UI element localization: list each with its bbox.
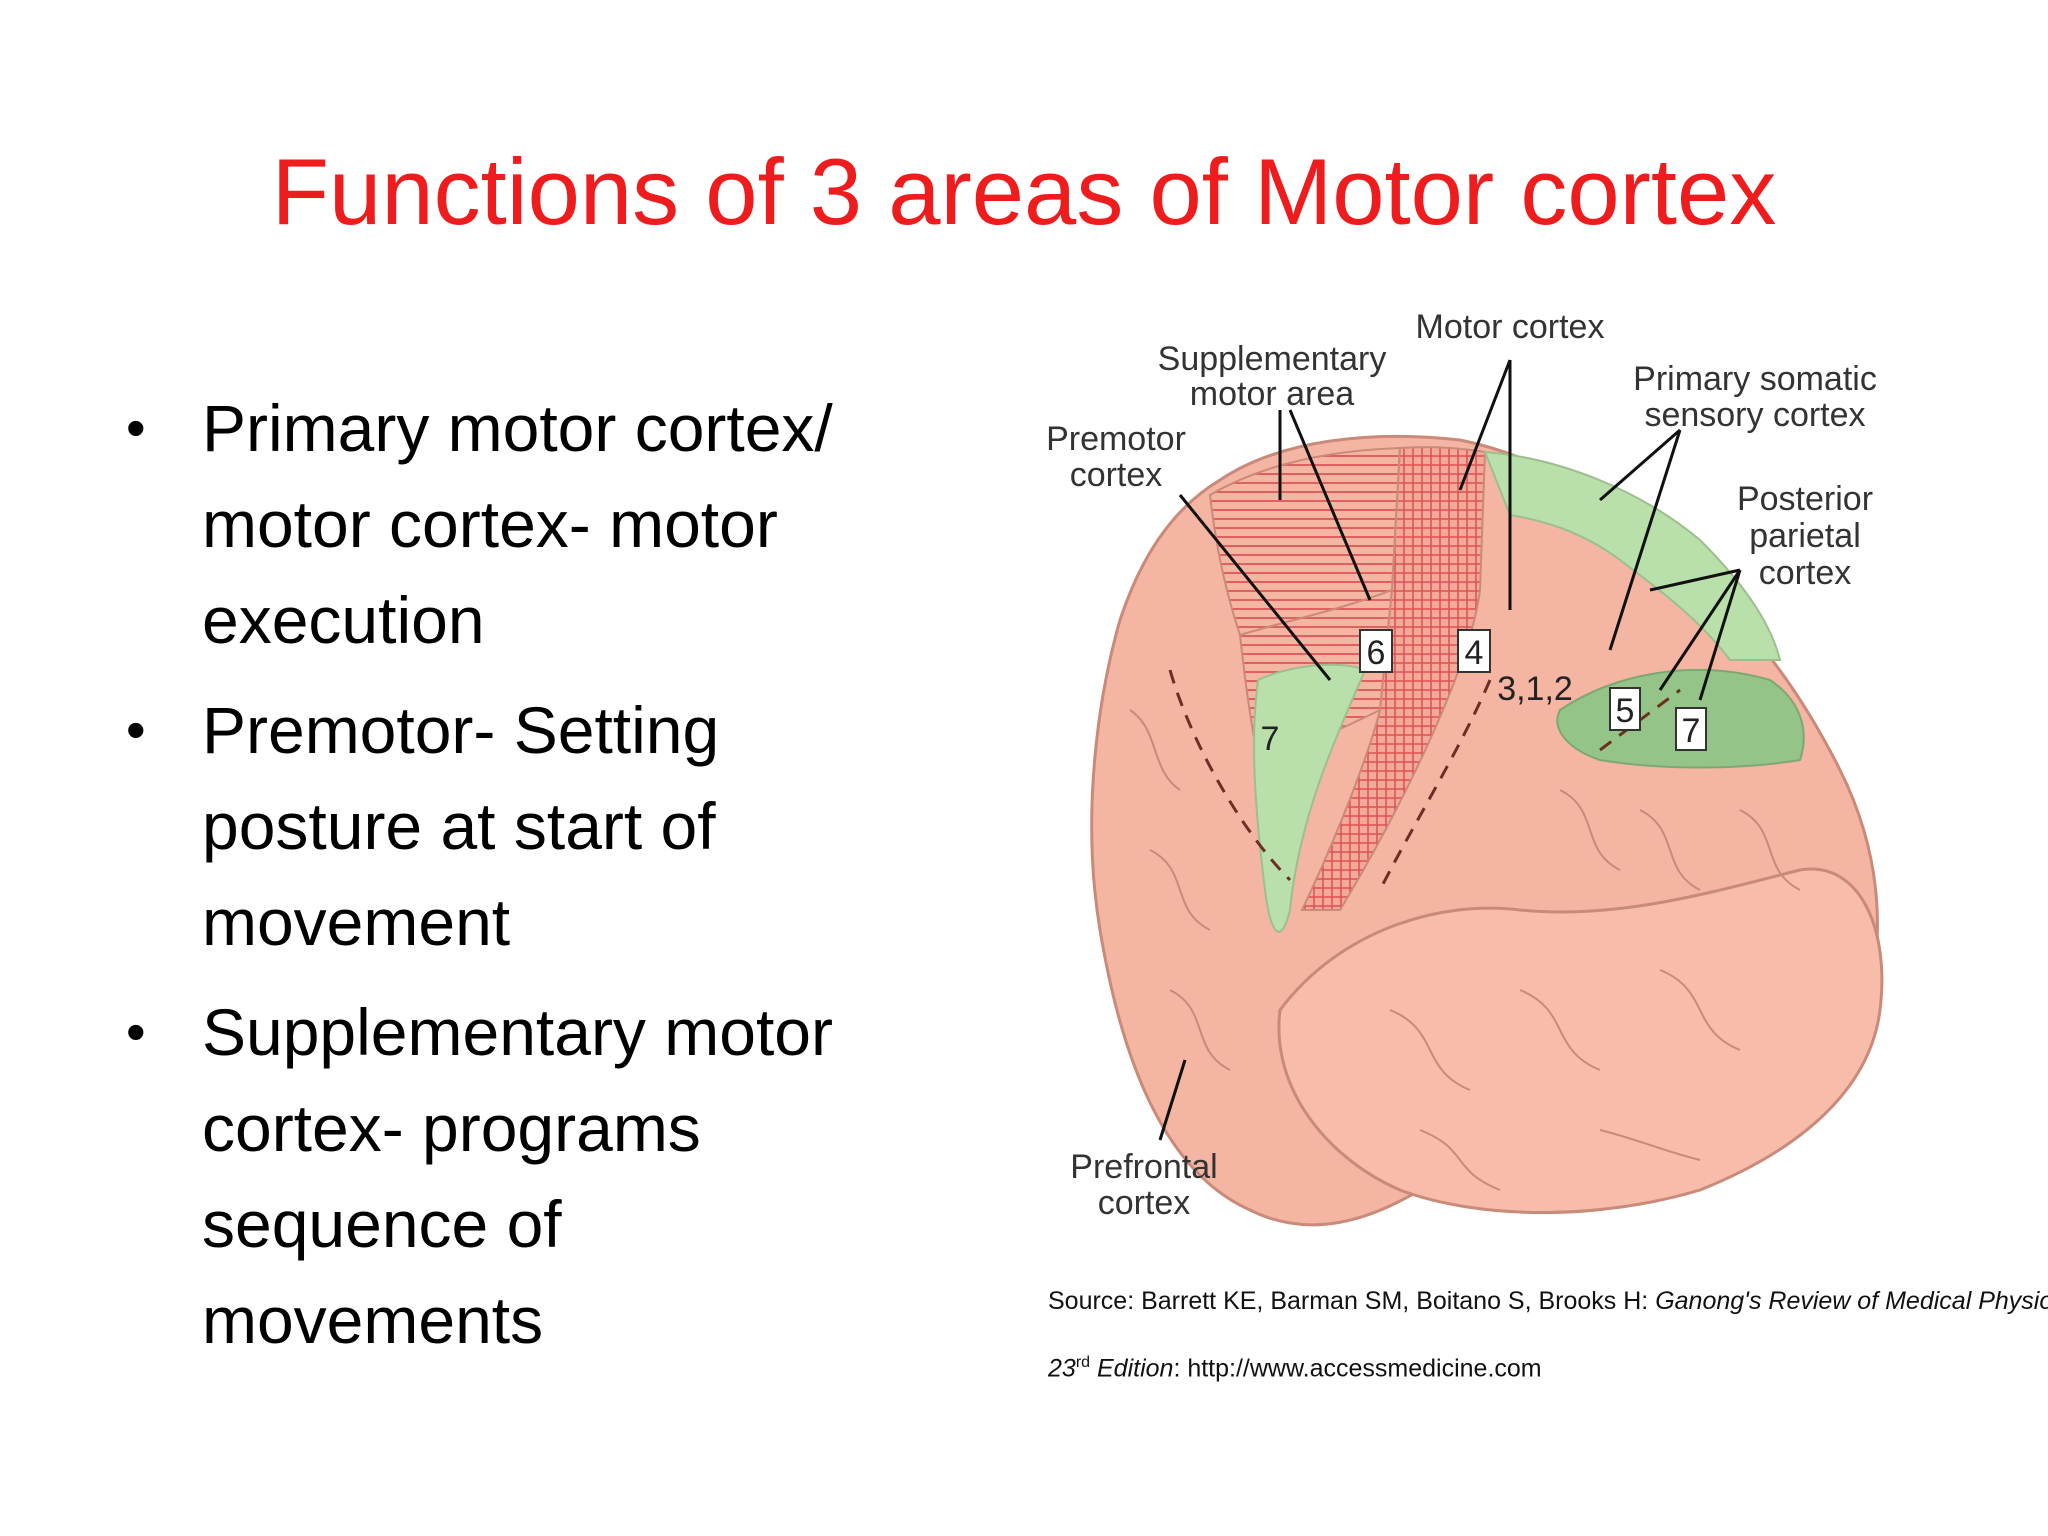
bullet-dot: •	[126, 1000, 146, 1063]
label-prefrontal-2: cortex	[1098, 1184, 1191, 1222]
source-line2-plain: : http://www.accessmedicine.com	[1173, 1354, 1542, 1383]
premotor-green-strip	[1253, 663, 1367, 933]
area-box	[1359, 629, 1393, 673]
bullet-line: Supplementary motor	[202, 995, 833, 1069]
label-posterior-1: Posterior	[1737, 480, 1873, 518]
source-line2-sup: rd	[1075, 1354, 1091, 1371]
bullet-item-supplementary: • Supplementary motor cortex- programs s…	[118, 984, 978, 1368]
label-primary-somatic-2: sensory cortex	[1644, 396, 1865, 434]
source-line2-italic: Edition	[1090, 1354, 1174, 1383]
source-line2-num: 23	[1048, 1354, 1076, 1383]
label-supplementary-1: Supplementary	[1158, 340, 1387, 378]
label-posterior-3: cortex	[1759, 554, 1852, 592]
area-number-3-1-2: 3,1,2	[1497, 670, 1573, 708]
label-premotor-1: Premotor	[1046, 420, 1186, 458]
bullet-line: Primary motor cortex/	[202, 391, 833, 465]
bullet-line: Premotor- Setting	[202, 693, 720, 767]
leader-lines	[1158, 359, 1742, 1141]
brain-diagram-svg: Supplementary motor area Motor cortex Pr…	[1046, 308, 1884, 1227]
area-number-7-right: 7	[1682, 712, 1701, 750]
bullet-list: • Primary motor cortex/ motor cortex- mo…	[118, 380, 978, 1382]
bullet-item-premotor: • Premotor- Setting posture at start of …	[118, 682, 978, 970]
area-box	[1675, 707, 1707, 751]
bullet-line: movement	[202, 885, 511, 959]
label-prefrontal-1: Prefrontal	[1070, 1148, 1217, 1186]
source-line1-italic: Ganong's Review of Medical Physiology,	[1655, 1287, 2048, 1315]
bullet-line: motor cortex- motor	[202, 487, 778, 561]
slide-title: Functions of 3 areas of Motor cortex	[271, 139, 1777, 244]
bullet-line: execution	[202, 583, 485, 657]
label-posterior-2: parietal	[1749, 517, 1861, 555]
area-number-boxes: 6 4 3,1,2 5 7 7	[1261, 629, 1707, 758]
temporal-lobe	[1277, 867, 1884, 1214]
area-number-7-left: 7	[1261, 720, 1280, 758]
bullet-dot: •	[126, 396, 146, 459]
label-primary-somatic-1: Primary somatic	[1633, 360, 1877, 398]
source-line1-plain: Source: Barrett KE, Barman SM, Boitano S…	[1048, 1287, 1656, 1315]
gyri-lines	[1129, 709, 1801, 1191]
label-motor-cortex: Motor cortex	[1416, 308, 1605, 346]
bullet-line: cortex- programs	[202, 1091, 701, 1165]
brain-diagram: Supplementary motor area Motor cortex Pr…	[1040, 290, 2048, 1400]
area-number-4: 4	[1465, 634, 1484, 672]
bullet-line: movements	[202, 1283, 544, 1357]
primary-motor-cortex	[1300, 446, 1487, 911]
bullet-dot: •	[126, 698, 146, 761]
source-citation: Source: Barrett KE, Barman SM, Boitano S…	[1048, 1270, 2048, 1399]
bullet-item-primary-motor: • Primary motor cortex/ motor cortex- mo…	[118, 380, 978, 668]
area-box	[1609, 687, 1641, 731]
area-number-5: 5	[1616, 692, 1635, 730]
label-premotor-2: cortex	[1070, 456, 1163, 494]
bullet-line: posture at start of	[202, 789, 716, 863]
area-box	[1457, 629, 1491, 673]
area-number-6: 6	[1367, 634, 1386, 672]
bullet-line: sequence of	[202, 1187, 562, 1261]
label-supplementary-2: motor area	[1190, 375, 1354, 413]
somatosensory-cortex	[1483, 450, 1782, 661]
